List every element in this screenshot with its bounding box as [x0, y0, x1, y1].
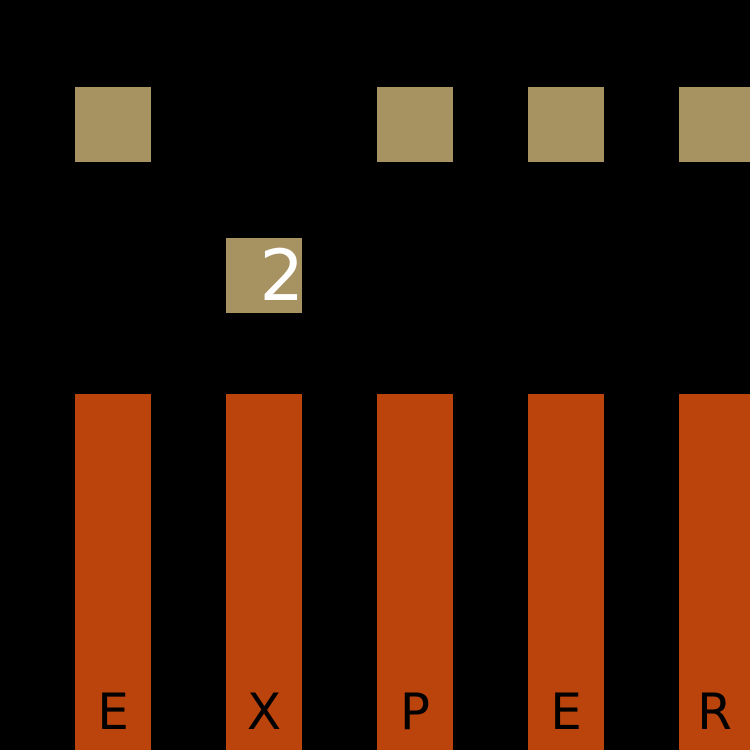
- active-tile-number: 2: [259, 235, 304, 317]
- column-2[interactable]: X: [226, 394, 302, 750]
- column-2-letter: X: [246, 683, 282, 741]
- top-row-tile-5[interactable]: [679, 87, 750, 162]
- column-5[interactable]: R: [679, 394, 750, 750]
- column-4-letter: E: [550, 683, 582, 741]
- column-1-letter: E: [97, 683, 129, 741]
- column-4[interactable]: E: [528, 394, 604, 750]
- column-3-letter: P: [399, 683, 431, 741]
- column-3[interactable]: P: [377, 394, 453, 750]
- top-row-tile-1[interactable]: [75, 87, 151, 162]
- top-row-tile-3[interactable]: [377, 87, 453, 162]
- top-row-tile-4[interactable]: [528, 87, 604, 162]
- column-5-letter: R: [697, 683, 732, 741]
- active-tile[interactable]: 2: [226, 235, 304, 317]
- column-1[interactable]: E: [75, 394, 151, 750]
